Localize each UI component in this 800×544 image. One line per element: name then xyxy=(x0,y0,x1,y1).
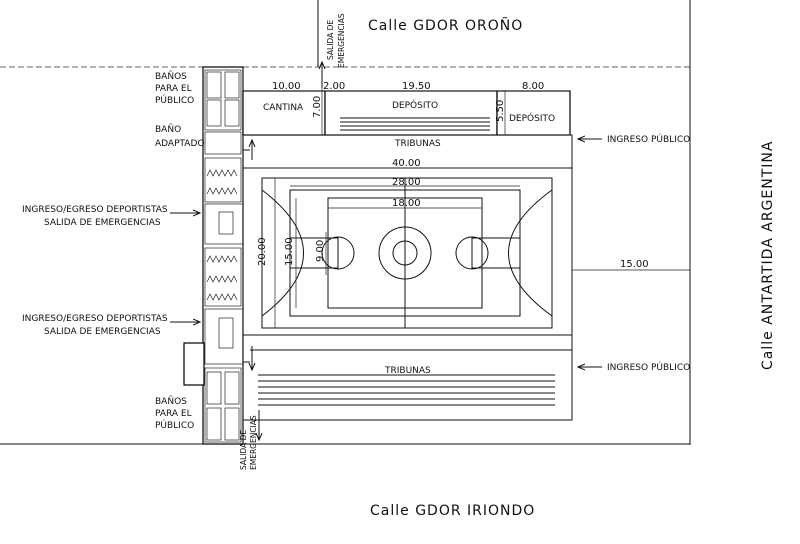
banos-bottom-line1: BAÑOS xyxy=(155,396,187,407)
cantina-label: CANTINA xyxy=(263,103,304,113)
bano-adaptado-line2: ADAPTADO xyxy=(155,139,204,149)
salida-top-line2: EMERGENCIAS xyxy=(337,13,346,68)
dim-1950: 19.50 xyxy=(402,81,431,92)
tribunas-top-label: TRIBUNAS xyxy=(394,139,441,149)
dim-7: 7.00 xyxy=(312,96,323,118)
deportistas-1-line1: INGRESO/EGRESO DEPORTISTAS xyxy=(22,205,168,215)
dimension-labels: 10.00 2.00 19.50 8.00 7.00 5.50 40.00 28… xyxy=(257,81,649,270)
access-arrows xyxy=(170,62,602,440)
deposito-2-label: DEPÓSITO xyxy=(509,112,555,124)
dim-18: 18.00 xyxy=(392,198,421,209)
street-south-label: Calle GDOR IRIONDO xyxy=(370,503,535,519)
salida-top-line1: SALIDA DE xyxy=(326,20,335,60)
service-building xyxy=(183,66,250,445)
top-block xyxy=(242,90,571,136)
dim-15h: 15.00 xyxy=(620,259,649,270)
property-boundary xyxy=(0,0,691,445)
banos-top-line1: BAÑOS xyxy=(155,71,187,82)
dim-15v: 15.00 xyxy=(284,237,295,266)
banos-bottom-line2: PARA EL xyxy=(155,409,192,419)
bano-adaptado-line1: BAÑO xyxy=(155,124,181,135)
dim-28: 28.00 xyxy=(392,177,421,188)
dim-40: 40.00 xyxy=(392,158,421,169)
publico-top-label: INGRESO PÚBLICO xyxy=(607,133,690,145)
tribunas-bottom-label: TRIBUNAS xyxy=(384,366,431,376)
deportistas-2-line1: INGRESO/EGRESO DEPORTISTAS xyxy=(22,314,168,324)
room-labels: BAÑOS PARA EL PÚBLICO BAÑO ADAPTADO BAÑO… xyxy=(155,71,555,431)
dim-9: 9.00 xyxy=(315,240,326,262)
salida-bottom-line2: EMERGENCIAS xyxy=(249,415,258,470)
salida-bottom-line1: SALIDA DE xyxy=(239,430,248,470)
deposito-1-label: DEPÓSITO xyxy=(392,99,438,111)
banos-top-line3: PÚBLICO xyxy=(155,94,194,106)
dim-10: 10.00 xyxy=(272,81,301,92)
court-area xyxy=(242,134,573,421)
dim-20: 20.00 xyxy=(257,237,268,266)
dim-8: 8.00 xyxy=(522,81,544,92)
banos-bottom-line3: PÚBLICO xyxy=(155,419,194,431)
banos-top-line2: PARA EL xyxy=(155,84,192,94)
access-labels: INGRESO/EGRESO DEPORTISTAS SALIDA DE EME… xyxy=(22,13,690,470)
street-east-label: Calle ANTARTIDA ARGENTINA xyxy=(760,141,776,370)
dim-2: 2.00 xyxy=(323,81,345,92)
publico-bottom-label: INGRESO PÚBLICO xyxy=(607,361,690,373)
dimension-lines xyxy=(243,80,690,328)
street-north-label: Calle GDOR OROÑO xyxy=(368,17,523,34)
deportistas-1-line2: SALIDA DE EMERGENCIAS xyxy=(44,218,161,228)
deportistas-2-line2: SALIDA DE EMERGENCIAS xyxy=(44,327,161,337)
dim-550: 5.50 xyxy=(495,100,506,122)
